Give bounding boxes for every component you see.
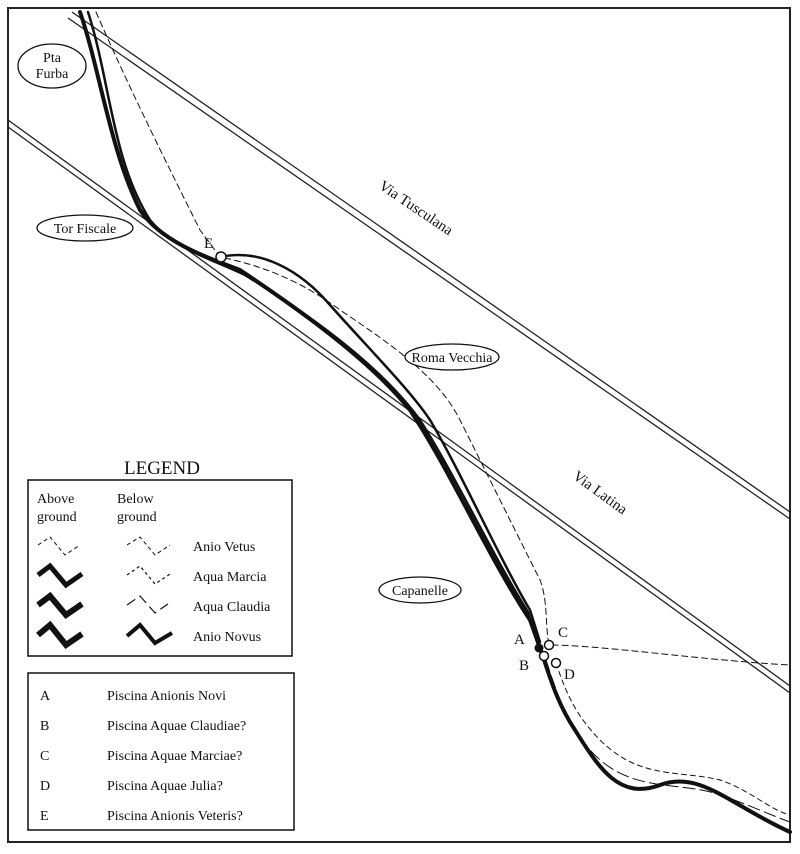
aqueduct-aqua-claudia [86, 10, 540, 647]
aqueduct-anio-novus [78, 10, 792, 834]
aqueduct-anio-vetus [95, 11, 791, 666]
point-d: D [550, 657, 575, 683]
legend-item: Anio Vetus [193, 540, 255, 555]
svg-text:ground: ground [117, 510, 157, 525]
point-a: A [514, 632, 544, 653]
site-key: A Piscina Anionis Novi B Piscina Aquae C… [27, 672, 295, 831]
aqueduct-below-ground-longdash [545, 659, 791, 823]
map-frame [7, 7, 791, 843]
point-c: C [543, 625, 568, 651]
point-b: B [519, 650, 550, 674]
place-pta-furba: Pta Furba [17, 43, 87, 89]
point-e: E [204, 236, 227, 263]
svg-text:Capanelle: Capanelle [392, 584, 448, 599]
aqueduct-aqua-marcia [218, 253, 542, 644]
svg-text:B: B [40, 719, 49, 734]
legend-item: Aqua Marcia [193, 570, 267, 585]
svg-text:Piscina Aquae Marciae?: Piscina Aquae Marciae? [107, 749, 242, 764]
road-label-via-tusculana: Via Tusculana [376, 178, 456, 239]
svg-text:B: B [519, 658, 529, 674]
svg-text:ground: ground [37, 510, 77, 525]
svg-text:Tor Fiscale: Tor Fiscale [54, 222, 116, 237]
svg-text:E: E [204, 236, 213, 252]
svg-text:C: C [558, 625, 568, 641]
legend-title: LEGEND [124, 458, 200, 479]
svg-text:Piscina Aquae Claudiae?: Piscina Aquae Claudiae? [107, 719, 246, 734]
svg-text:Furba: Furba [36, 67, 69, 82]
road-via-tusculana [67, 11, 791, 520]
svg-text:D: D [40, 779, 50, 794]
svg-text:A: A [514, 632, 525, 648]
svg-text:Above: Above [37, 492, 74, 507]
legend-item: Aqua Claudia [193, 600, 271, 615]
legend: LEGEND Above ground Below ground Anio Ve… [27, 458, 293, 657]
place-roma-vecchia: Roma Vecchia [404, 343, 500, 371]
svg-text:Piscina Anionis Veteris?: Piscina Anionis Veteris? [107, 809, 243, 824]
svg-text:E: E [40, 809, 49, 824]
road-label-via-latina: Via Latina [570, 468, 631, 518]
svg-text:Below: Below [117, 492, 154, 507]
svg-text:Piscina Aquae Julia?: Piscina Aquae Julia? [107, 779, 223, 794]
svg-text:C: C [40, 749, 49, 764]
legend-item: Anio Novus [193, 630, 261, 645]
place-tor-fiscale: Tor Fiscale [36, 214, 134, 242]
svg-text:D: D [564, 667, 575, 683]
svg-text:Roma Vecchia: Roma Vecchia [412, 351, 494, 366]
road-via-latina [7, 119, 791, 694]
svg-text:Piscina Anionis Novi: Piscina Anionis Novi [107, 689, 226, 704]
svg-text:A: A [40, 689, 51, 704]
svg-text:Pta: Pta [43, 51, 62, 66]
aqueduct-below-ground-dashed [555, 662, 791, 816]
place-capanelle: Capanelle [378, 576, 462, 604]
